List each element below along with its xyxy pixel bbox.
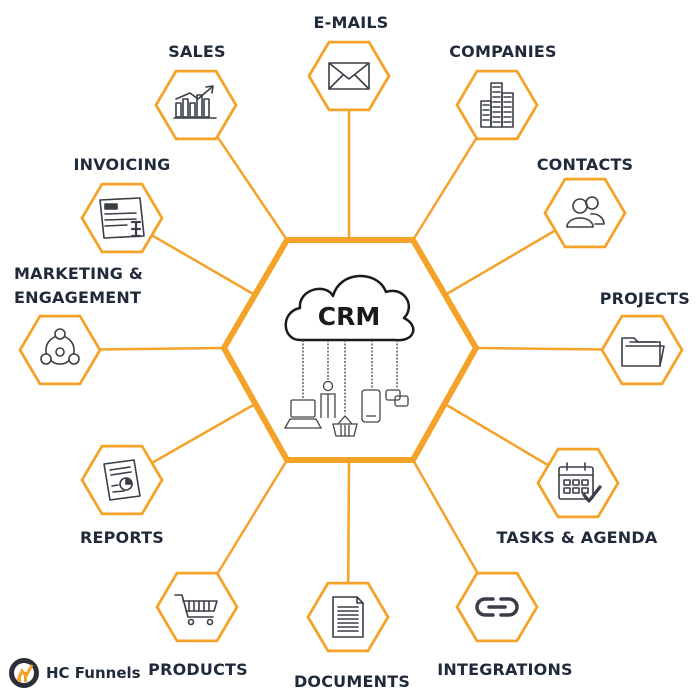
label-documents: DOCUMENTS xyxy=(293,672,411,691)
node-documents[interactable] xyxy=(306,581,390,653)
label-companies: COMPANIES xyxy=(449,42,557,61)
brand: HC Funnels xyxy=(6,653,141,693)
office-building-icon xyxy=(480,82,514,128)
label-projects: PROJECTS xyxy=(599,289,690,308)
hexagon-emails xyxy=(307,40,391,112)
hexagon-marketing xyxy=(18,314,102,386)
laptop-icon xyxy=(283,399,323,429)
basket-icon xyxy=(332,415,358,437)
node-projects[interactable] xyxy=(600,314,684,386)
node-emails[interactable] xyxy=(307,40,391,112)
label-tasks: TASKS & AGENDA xyxy=(496,528,658,547)
person-icon xyxy=(320,380,336,418)
calendar-check-icon xyxy=(558,462,602,503)
crm-title: CRM xyxy=(318,302,380,331)
brand-name: HC Funnels xyxy=(46,664,141,682)
node-reports[interactable] xyxy=(80,444,164,516)
document-icon xyxy=(332,596,364,638)
phone-icon xyxy=(361,389,381,423)
node-tasks[interactable] xyxy=(536,447,620,519)
chat-bubbles-icon xyxy=(385,389,409,407)
folder-icon xyxy=(621,337,665,367)
crm-hanging-icons xyxy=(283,340,409,437)
hexagon-tasks xyxy=(536,447,620,519)
hexagon-contacts xyxy=(543,177,627,249)
shopping-cart-icon xyxy=(174,594,218,626)
label-marketing: MARKETING & ENGAGEMENT xyxy=(14,264,144,307)
node-contacts[interactable] xyxy=(543,177,627,249)
hexagon-invoicing xyxy=(80,182,164,254)
link-icon xyxy=(475,597,519,617)
hc-funnels-logo-icon xyxy=(9,658,39,688)
crm-cloud: CRM xyxy=(284,274,415,342)
label-integrations: INTEGRATIONS xyxy=(437,660,573,679)
feature-nodes xyxy=(18,40,684,653)
invoice-icon xyxy=(99,197,145,239)
label-emails: E-MAILS xyxy=(313,13,389,32)
network-cycle-icon xyxy=(40,328,80,365)
hexagon-documents xyxy=(306,581,390,653)
label-contacts: CONTACTS xyxy=(536,155,634,174)
contacts-people-icon xyxy=(566,196,605,228)
report-document-icon xyxy=(103,459,141,501)
crm-center-hexagon xyxy=(220,237,480,463)
label-products: PRODUCTS xyxy=(148,660,248,679)
envelope-icon xyxy=(328,62,370,90)
rising-chart-icon xyxy=(173,85,217,119)
hexagon-products xyxy=(155,571,239,643)
node-products[interactable] xyxy=(155,571,239,643)
node-marketing[interactable] xyxy=(18,314,102,386)
hexagon-sales xyxy=(154,69,238,141)
node-sales[interactable] xyxy=(154,69,238,141)
label-sales: SALES xyxy=(168,42,226,61)
hexagon-companies xyxy=(455,69,539,141)
hexagon-projects xyxy=(600,314,684,386)
label-reports: REPORTS xyxy=(79,528,165,547)
node-integrations[interactable] xyxy=(455,571,539,643)
node-invoicing[interactable] xyxy=(80,182,164,254)
node-companies[interactable] xyxy=(455,69,539,141)
label-invoicing: INVOICING xyxy=(73,155,171,174)
